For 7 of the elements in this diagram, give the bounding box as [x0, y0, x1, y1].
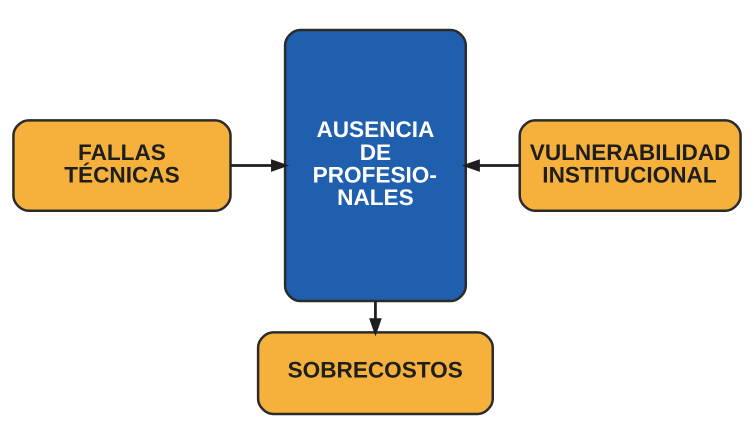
- arrow: [230, 158, 290, 172]
- node-box: AUSENCIA DE PROFESIO- NALES: [284, 28, 468, 302]
- node-box: VULNERABILIDAD INSTITUCIONAL: [518, 118, 742, 212]
- arrow: [369, 300, 382, 336]
- node-box: FALLAS TÉCNICAS: [12, 118, 232, 212]
- arrow: [462, 158, 520, 172]
- node-box: SOBRECOSTOS: [256, 330, 494, 415]
